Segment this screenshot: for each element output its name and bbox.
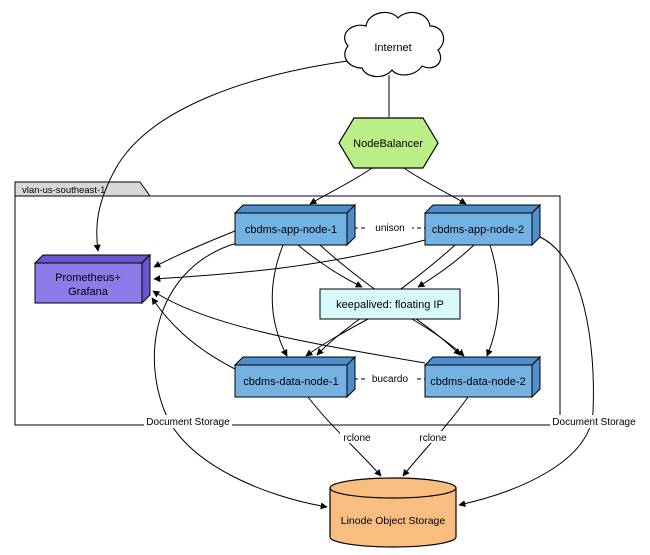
node-internet: Internet (344, 11, 445, 78)
app-1-top-face (233, 204, 357, 214)
app-1-label: cbdms-app-node-1 (245, 224, 337, 236)
cloud-shape (344, 11, 445, 78)
cylinder-body (329, 487, 457, 548)
bucardo-label: bucardo (372, 374, 409, 385)
data-1-label: cbdms-data-node-1 (243, 376, 338, 388)
edge-data1-prometheus (151, 297, 236, 370)
vlan-tab (14, 181, 151, 197)
node-object-storage: Linode Object Storage (329, 477, 457, 548)
document-storage-right-label-bg (550, 415, 638, 428)
prometheus-side-face (141, 253, 151, 305)
internet-label: Internet (374, 42, 411, 54)
data-2-front-face (424, 364, 533, 398)
rclone-right-label-bg (416, 431, 450, 443)
node-app-1: cbdms-app-node-1 (233, 203, 357, 247)
unison-label-bg (368, 221, 412, 234)
app-1-front-face (234, 212, 348, 246)
data-1-front-face (234, 364, 348, 398)
data-1-top-face (233, 356, 357, 366)
rclone-right-label: rclone (419, 433, 447, 444)
document-storage-left-label-bg (144, 415, 232, 428)
hexagon-shape (338, 117, 439, 169)
rclone-left-label: rclone (343, 433, 371, 444)
edge-labels: unison bucardo rclone rclone Document St… (144, 221, 638, 444)
keepalived-box (319, 288, 461, 320)
prometheus-front-face (34, 262, 143, 304)
unison-label: unison (375, 223, 404, 234)
edge-internet-prometheus (93, 59, 356, 252)
edge-app1-prometheus (153, 230, 236, 268)
rclone-left-label-bg (340, 431, 374, 443)
app-2-front-face (424, 212, 533, 246)
edge-app2-storage-document (458, 236, 594, 508)
document-storage-right-label: Document Storage (552, 417, 636, 428)
data-2-top-face (423, 356, 542, 366)
edge-app1-keepalived (297, 244, 363, 288)
prometheus-label-line1: Prometheus+ (55, 272, 121, 284)
prometheus-top-face (33, 254, 152, 264)
object-storage-label: Linode Object Storage (341, 515, 446, 527)
vlan-label: vlan-us-southeast-1 (22, 185, 105, 196)
data-2-label: cbdms-data-node-2 (430, 376, 525, 388)
nodebalancer-label: NodeBalancer (353, 138, 423, 150)
keepalived-label: keepalived: floating IP (336, 299, 444, 311)
edge-data2-prometheus (152, 290, 426, 364)
edge-nodebalancer-app2 (403, 167, 467, 205)
app-2-label: cbdms-app-node-2 (432, 224, 524, 236)
node-data-2: cbdms-data-node-2 (423, 355, 542, 399)
node-nodebalancer: NodeBalancer (338, 117, 439, 169)
node-data-1: cbdms-data-node-1 (233, 355, 357, 399)
edge-app2-prometheus (153, 239, 426, 283)
bucardo-label-bg (365, 372, 415, 385)
node-prometheus-grafana: Prometheus+ Grafana (33, 253, 152, 305)
prometheus-label-line2: Grafana (68, 286, 109, 298)
edge-app2-data2 (486, 244, 500, 357)
node-app-2: cbdms-app-node-2 (423, 203, 542, 247)
edge-app2-keepalived (417, 244, 475, 288)
app-2-top-face (423, 204, 542, 214)
cylinder-top (329, 477, 457, 499)
node-keepalived: keepalived: floating IP (319, 288, 461, 320)
edge-nodebalancer-app1 (309, 167, 373, 205)
edge-app1-data1 (271, 244, 288, 357)
document-storage-left-label: Document Storage (146, 417, 230, 428)
